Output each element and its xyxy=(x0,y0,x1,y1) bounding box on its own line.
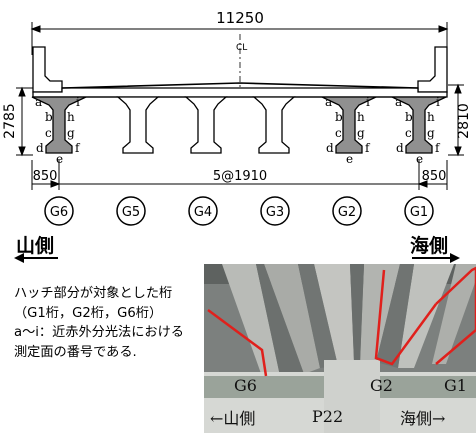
figure-note: ハッチ部分が対象とした桁（G1桁，G2桁，G6桁） a〜i：近赤外分光法における… xyxy=(14,286,184,360)
face-g: g xyxy=(427,126,435,140)
photo-label-g1: G1 xyxy=(444,376,467,395)
girder-label-g3: G3 xyxy=(260,196,290,226)
mountain-side-arrow xyxy=(14,253,58,263)
face-g: g xyxy=(357,126,365,140)
face-h: h xyxy=(67,110,75,124)
right-height-label: 2810 xyxy=(456,103,472,139)
girder-g2-hatched xyxy=(321,96,377,154)
face-b: b xyxy=(335,110,343,124)
girder-g6-hatched xyxy=(31,96,87,154)
right-barrier xyxy=(417,46,448,93)
face-i: i xyxy=(366,95,370,109)
mountain-side-label: 山側 xyxy=(16,235,55,257)
faces-g6: a b c d e f g h i xyxy=(35,95,81,166)
face-f: f xyxy=(365,141,371,155)
girder-g3 xyxy=(252,96,296,154)
total-width-dimension xyxy=(30,22,449,55)
face-h: h xyxy=(357,110,365,124)
girder-label-g2: G2 xyxy=(332,196,362,226)
left-overhang-label: 850 xyxy=(33,169,58,184)
svg-text:G1: G1 xyxy=(410,205,428,220)
face-a: a xyxy=(395,95,402,109)
face-f: f xyxy=(75,141,81,155)
photo-label-pier: P22 xyxy=(312,407,344,426)
face-h: h xyxy=(427,110,435,124)
face-a: a xyxy=(35,95,42,109)
underside-photo: G6 G2 G1 ←山側 P22 海側→ xyxy=(204,264,476,433)
interior-girders xyxy=(116,96,296,154)
right-overhang-label: 850 xyxy=(422,169,447,184)
photo-label-g2: G2 xyxy=(370,376,393,395)
faces-g2: a b c d e f g h i xyxy=(325,95,371,166)
sea-side-label: 海側 xyxy=(410,235,449,257)
photo-label-mountain-side: ←山側 xyxy=(210,409,256,428)
girder-g4 xyxy=(184,96,228,154)
face-c: c xyxy=(405,126,412,140)
faces-g1: a b c d e f g h i xyxy=(395,95,441,166)
bridge-cross-section-drawing: 11250 CL a b c d e f g h i a b c d e f xyxy=(2,9,472,263)
girder-label-g5: G5 xyxy=(116,196,146,226)
highlight-g2 xyxy=(374,269,438,366)
svg-text:G5: G5 xyxy=(122,205,140,220)
face-d: d xyxy=(326,141,334,155)
bottom-spacing-dimension xyxy=(31,160,448,190)
face-d: d xyxy=(36,141,44,155)
girder-labels: G6 G5 G4 G3 G2 G1 xyxy=(44,196,434,226)
highlight-g1 xyxy=(435,266,476,365)
girder-label-g6: G6 xyxy=(44,196,74,226)
face-a: a xyxy=(325,95,332,109)
svg-text:G4: G4 xyxy=(194,205,212,220)
highlight-g6 xyxy=(207,308,268,377)
total-width-label: 11250 xyxy=(216,9,264,27)
svg-text:G3: G3 xyxy=(266,205,284,220)
face-i: i xyxy=(76,95,80,109)
pavement xyxy=(61,82,419,89)
face-i: i xyxy=(436,95,440,109)
left-height-label: 2785 xyxy=(2,103,18,139)
face-c: c xyxy=(335,126,342,140)
face-f: f xyxy=(435,141,441,155)
face-e: e xyxy=(416,152,423,166)
photo-illustration xyxy=(204,264,476,433)
girder-label-g4: G4 xyxy=(188,196,218,226)
face-d: d xyxy=(396,141,404,155)
right-height-dimension xyxy=(448,83,464,157)
face-e: e xyxy=(346,152,353,166)
centerline-label: CL xyxy=(236,43,247,53)
svg-text:G2: G2 xyxy=(338,205,356,220)
face-g: g xyxy=(67,126,75,140)
girder-g5 xyxy=(116,96,160,154)
sea-side-arrow xyxy=(412,253,460,263)
face-e: e xyxy=(56,152,63,166)
girder-g1-hatched xyxy=(391,96,447,154)
svg-text:G6: G6 xyxy=(50,205,68,220)
deck-slab xyxy=(32,87,448,98)
girder-spacing-label: 5@1910 xyxy=(213,169,267,184)
face-c: c xyxy=(45,126,52,140)
photo-label-sea-side: 海側→ xyxy=(400,409,446,428)
photo-label-g6: G6 xyxy=(234,376,257,395)
face-b: b xyxy=(405,110,413,124)
target-girders xyxy=(31,96,447,154)
left-barrier xyxy=(32,46,63,93)
left-height-dimension xyxy=(16,86,33,157)
girder-label-g1: G1 xyxy=(404,196,434,226)
face-b: b xyxy=(45,110,53,124)
